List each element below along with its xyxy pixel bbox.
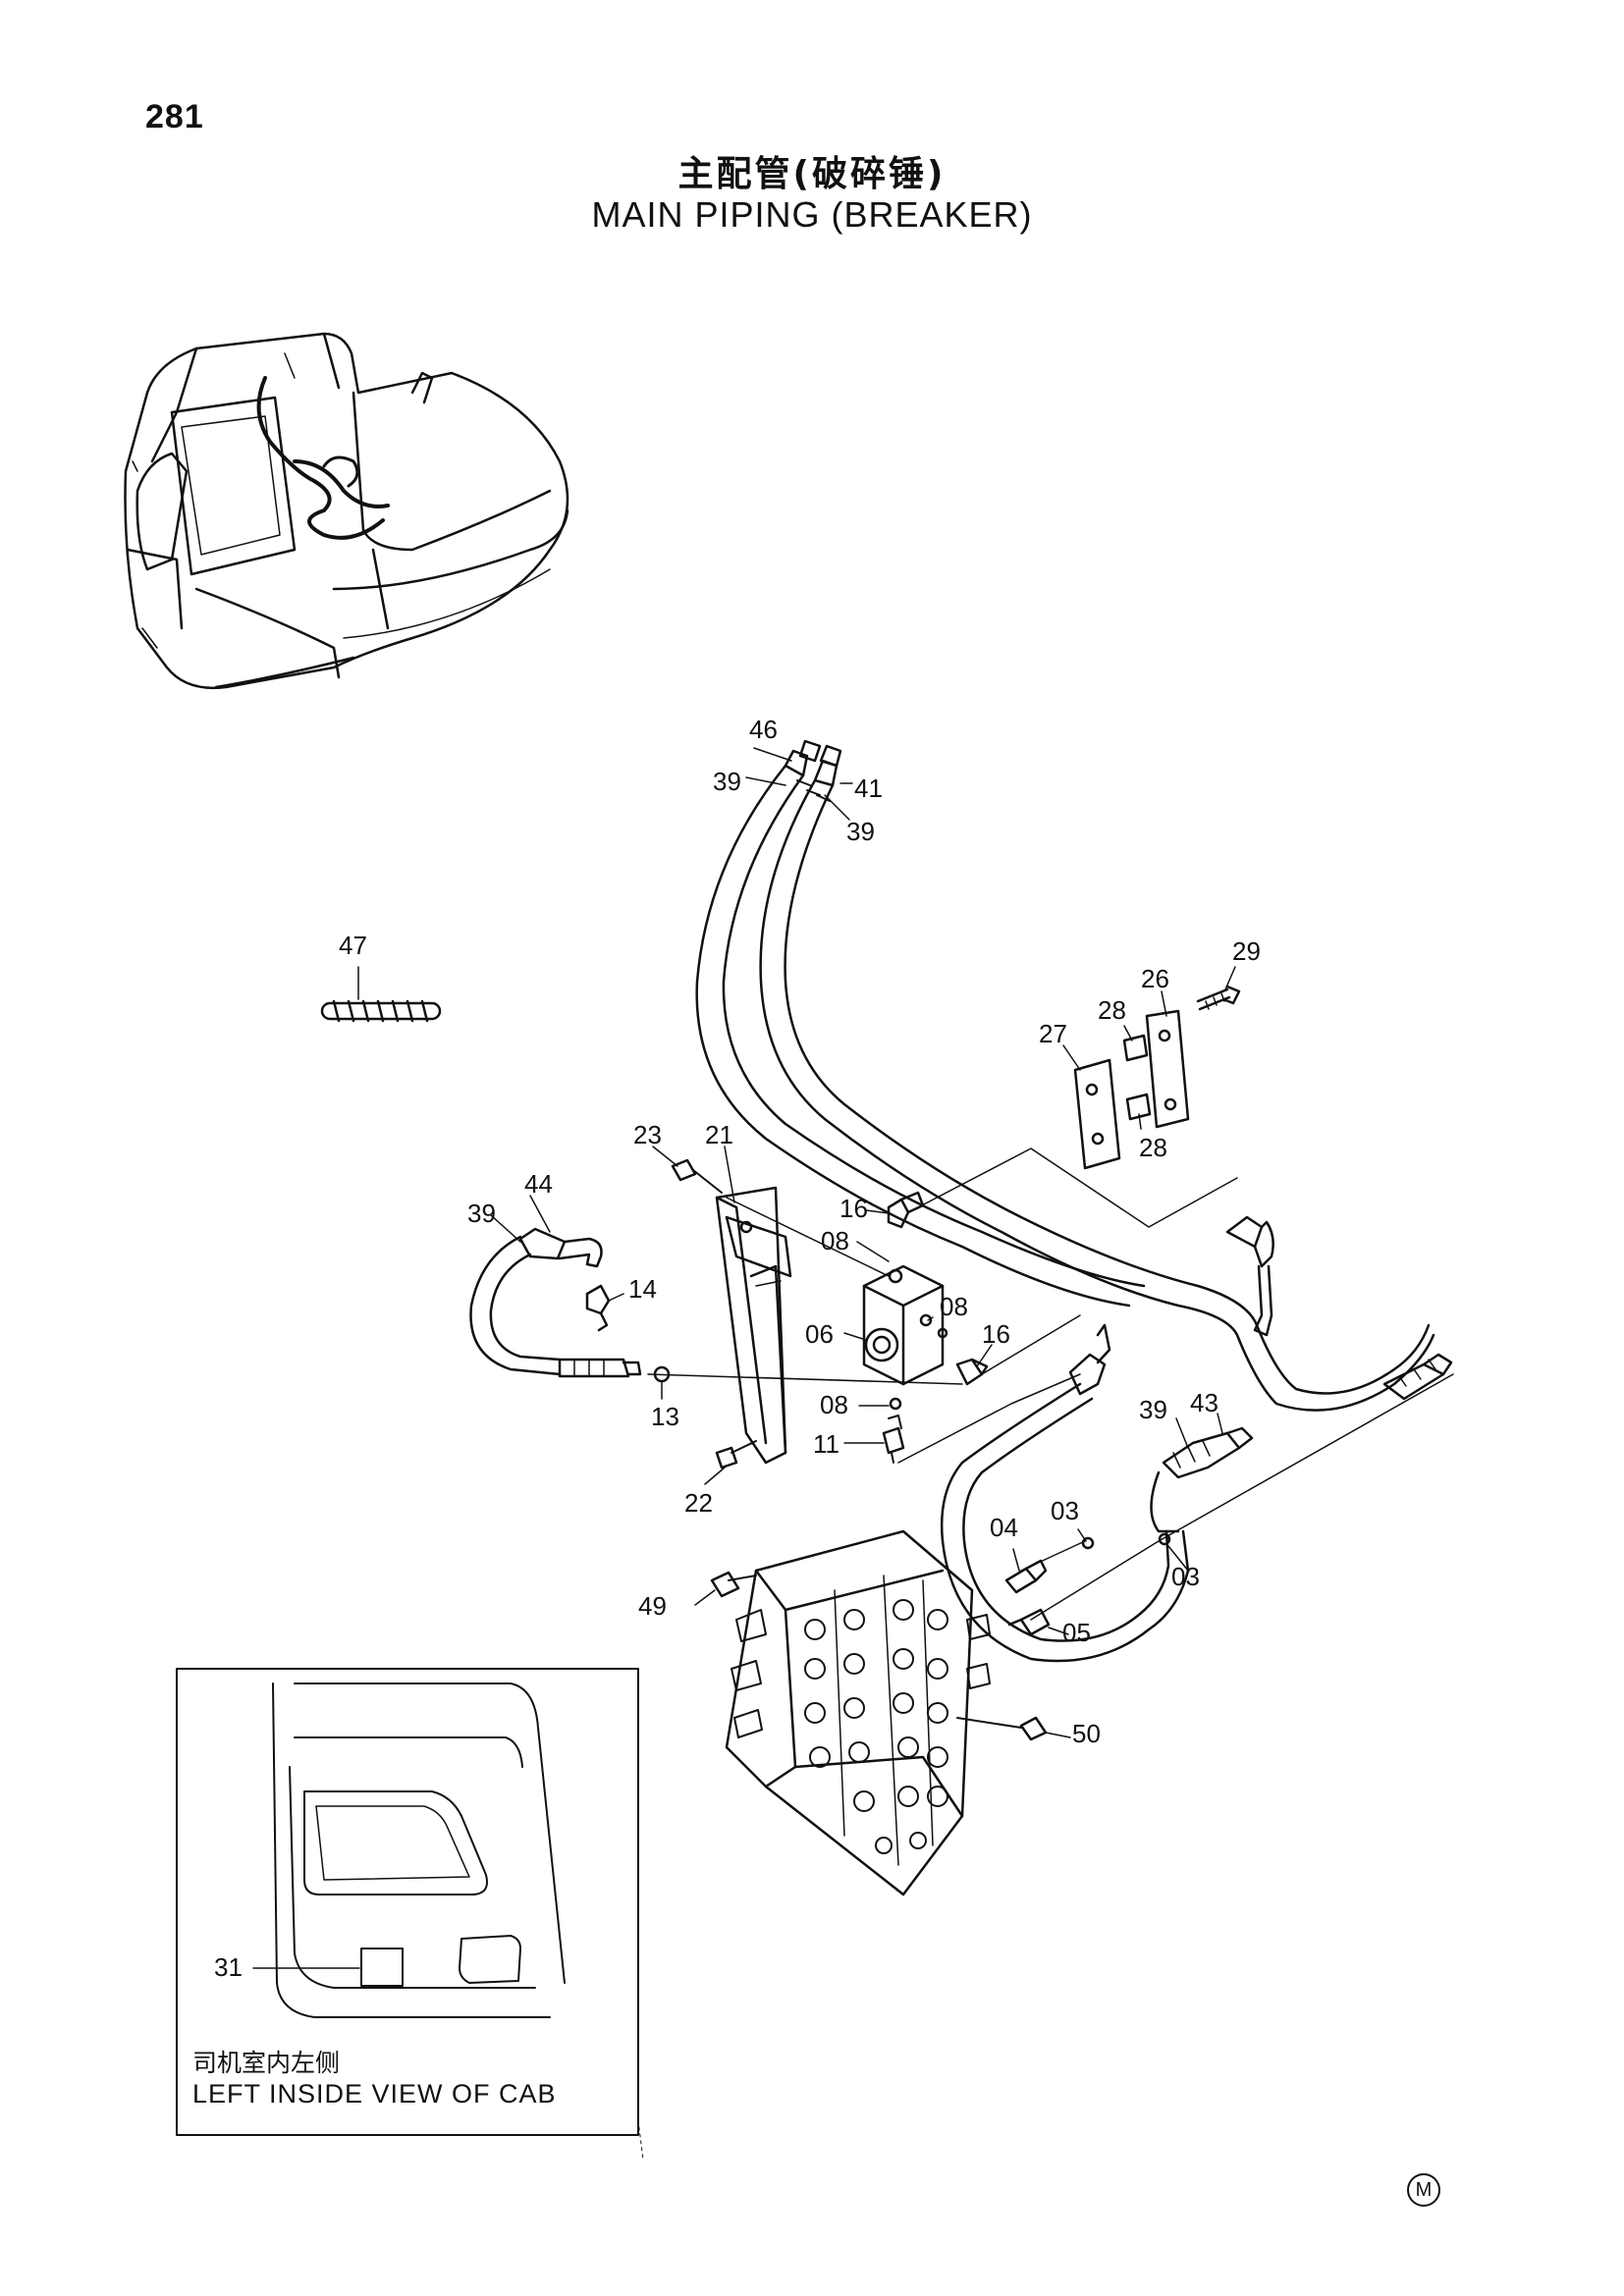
callout-16: 16 — [982, 1319, 1010, 1349]
pipe-clamp — [1073, 985, 1241, 1170]
breaker-hoses — [695, 739, 1453, 1412]
callout-06: 06 — [805, 1319, 834, 1349]
control-valve — [710, 1529, 1048, 1896]
callout-03: 03 — [1171, 1562, 1200, 1591]
callout-23: 23 — [633, 1120, 662, 1149]
callout-16: 16 — [839, 1194, 868, 1223]
ccw-circle-m-mark: M — [1407, 2173, 1440, 2207]
callout-44: 44 — [524, 1169, 553, 1199]
callout-47: 47 — [339, 931, 367, 960]
callout-41: 41 — [854, 774, 883, 803]
return-hoses — [940, 1323, 1254, 1663]
callout-50: 50 — [1072, 1719, 1101, 1748]
callout-08: 08 — [940, 1292, 968, 1321]
callout-28: 28 — [1139, 1133, 1167, 1162]
callout-27: 27 — [1039, 1019, 1067, 1048]
callout-49: 49 — [638, 1591, 667, 1621]
callout-39: 39 — [467, 1199, 496, 1228]
callout-leaders — [490, 747, 1454, 1738]
callout-28: 28 — [1098, 995, 1126, 1025]
callout-08: 08 — [821, 1226, 849, 1255]
callout-26: 26 — [1141, 964, 1169, 993]
hose-protector-coil — [320, 966, 442, 1023]
callout-39: 39 — [1139, 1395, 1167, 1424]
valve-bracket — [671, 1158, 792, 1469]
callout-13: 13 — [651, 1402, 679, 1431]
callout-21: 21 — [705, 1120, 733, 1149]
callout-31: 31 — [214, 1952, 243, 1982]
page-title-chinese: 主配管(破碎锤) — [677, 154, 947, 194]
excavator-overview-illustration — [124, 332, 569, 689]
inset-caption-chinese: 司机室内左侧 — [192, 2049, 341, 2077]
callout-03: 03 — [1051, 1496, 1079, 1525]
page-number: 281 — [145, 98, 204, 135]
callout-14: 14 — [628, 1274, 657, 1304]
callout-43: 43 — [1190, 1388, 1218, 1417]
callout-04: 04 — [990, 1513, 1018, 1542]
selector-valve-block — [585, 1191, 989, 1464]
page-title-english: MAIN PIPING (BREAKER) — [591, 194, 1033, 235]
inset-caption-english: LEFT INSIDE VIEW OF CAB — [192, 2079, 557, 2109]
callout-11: 11 — [813, 1429, 839, 1459]
cab-inset-panel — [176, 1668, 644, 2161]
callout-labels: 46 39 41 39 47 29 26 28 27 28 23 21 16 0… — [214, 715, 1261, 1982]
callout-39: 39 — [713, 767, 741, 796]
callout-08: 08 — [820, 1390, 848, 1419]
callout-39: 39 — [846, 817, 875, 846]
callout-22: 22 — [684, 1488, 713, 1518]
callout-29: 29 — [1232, 936, 1261, 966]
short-hose-loop — [469, 1227, 642, 1378]
callout-46: 46 — [749, 715, 778, 744]
callout-05: 05 — [1062, 1618, 1091, 1647]
